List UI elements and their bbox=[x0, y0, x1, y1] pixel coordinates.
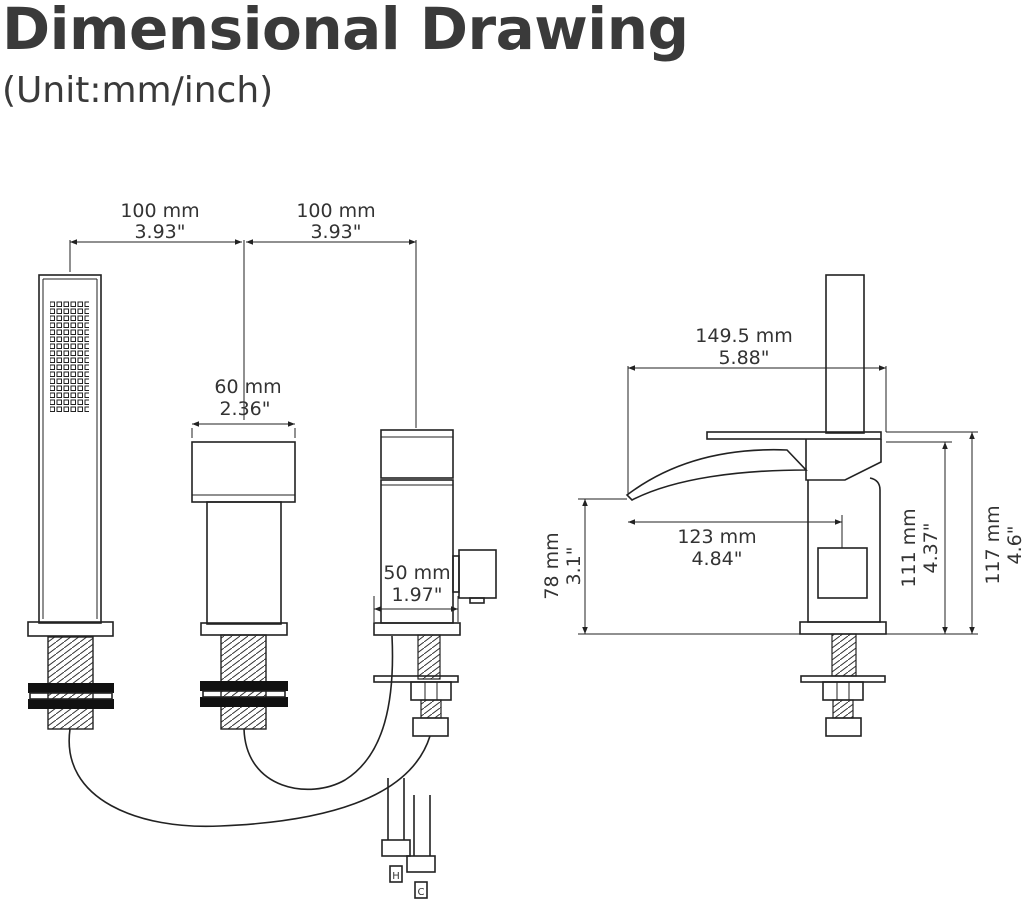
spacing-dimensions: 100 mm 3.93" 100 mm 3.93" bbox=[69, 200, 417, 428]
spout-height-in-label: 3.1" bbox=[563, 547, 585, 586]
hand-shower bbox=[27, 274, 114, 730]
diverter-width-in-label: 1.97" bbox=[391, 584, 442, 606]
spacing-right-in-label: 3.93" bbox=[310, 221, 361, 243]
handle-width-in-label: 2.36" bbox=[219, 398, 270, 420]
spacing-left-in-label: 3.93" bbox=[134, 221, 185, 243]
total-height-mm-label: 117 mm bbox=[982, 505, 1004, 584]
spout-height-mm-label: 78 mm bbox=[541, 532, 563, 599]
supply-hoses: H C bbox=[68, 635, 436, 899]
mixer-handle: 60 mm 2.36" bbox=[191, 376, 296, 730]
hot-label: H bbox=[392, 871, 400, 882]
total-height-in-label: 4.6" bbox=[1004, 526, 1024, 565]
handle-width-mm-label: 60 mm bbox=[214, 376, 281, 398]
spray-nozzle-grid bbox=[50, 301, 89, 413]
spout-reach-mm-label: 123 mm bbox=[677, 526, 756, 548]
body-height-in-label: 4.37" bbox=[920, 522, 942, 573]
page-title: Dimensional Drawing bbox=[2, 0, 689, 63]
spout-length-in-label: 5.88" bbox=[718, 347, 769, 369]
diverter-width-mm-label: 50 mm bbox=[383, 562, 450, 584]
spout-reach-in-label: 4.84" bbox=[691, 548, 742, 570]
body-height-mm-label: 111 mm bbox=[898, 508, 920, 587]
spout-length-mm-label: 149.5 mm bbox=[695, 325, 792, 347]
spacing-right-mm-label: 100 mm bbox=[296, 200, 375, 222]
spacing-left-mm-label: 100 mm bbox=[120, 200, 199, 222]
diverter-valve: 50 mm 1.97" bbox=[373, 429, 497, 737]
page-subtitle: (Unit:mm/inch) bbox=[2, 70, 274, 111]
cold-label: C bbox=[418, 887, 425, 898]
spout-side-view: 149.5 mm 5.88" 123 mm 4.84" 78 mm 3.1" 1… bbox=[541, 274, 1024, 737]
